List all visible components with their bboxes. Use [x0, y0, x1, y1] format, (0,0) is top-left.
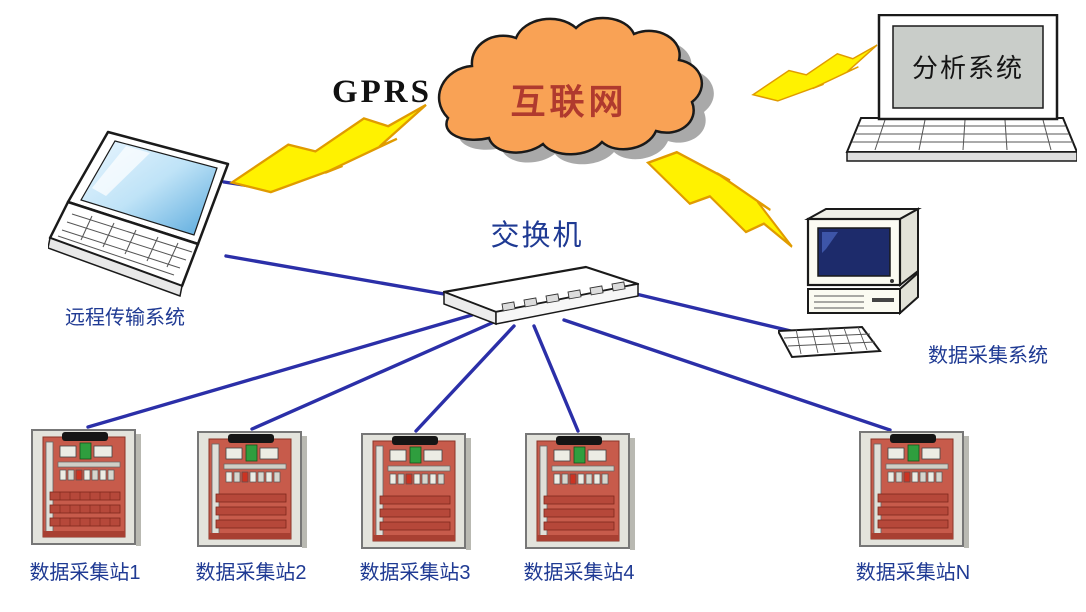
daq-computer-icon	[778, 207, 922, 359]
internet-cloud	[437, 16, 714, 165]
station-cabinet-icon-n	[859, 431, 969, 548]
gprs-label: GPRS	[331, 74, 432, 110]
power-button	[890, 279, 894, 283]
gprs-lightning-bolt	[230, 103, 428, 194]
station-label-3: 数据采集站3	[359, 562, 471, 584]
station-label-1: 数据采集站1	[29, 562, 141, 584]
switch-label: 交换机	[490, 220, 584, 252]
switch-ports	[501, 281, 626, 312]
station-label-4: 数据采集站4	[523, 562, 635, 584]
laptop-keyboard-deck	[845, 117, 1077, 153]
monitor-screen	[892, 25, 1044, 109]
analysis-system-label: 分析系统	[911, 53, 1024, 83]
link-switch-station-3	[414, 324, 516, 433]
cloud-shape	[437, 16, 703, 156]
link-switch-daq-pc	[634, 292, 797, 334]
station-cabinet-icon-1	[31, 429, 141, 546]
network-switch-icon	[442, 265, 640, 326]
analysis-laptop-icon	[845, 14, 1077, 162]
station-label-n: 数据采集站N	[855, 562, 971, 584]
cloud-to-daq-lightning-bolt	[646, 150, 794, 249]
link-laptop-switch	[224, 254, 469, 300]
remote-laptop-icon	[48, 130, 230, 298]
station-cabinet-icon-2	[197, 431, 307, 548]
link-switch-station-4	[532, 324, 580, 433]
daq-system-label: 数据采集系统	[928, 345, 1048, 367]
remote-system-label: 远程传输系统	[65, 307, 185, 329]
link-switch-station-2	[250, 320, 496, 431]
link-switch-station-1	[86, 313, 474, 429]
internet-label: 互联网	[510, 83, 628, 122]
ethernet-links	[86, 180, 892, 433]
station-cabinet-icon-3	[361, 433, 471, 550]
station-label-2: 数据采集站2	[195, 562, 307, 584]
station-cabinet-icon-4	[525, 433, 635, 550]
link-switch-station-n	[562, 318, 892, 432]
